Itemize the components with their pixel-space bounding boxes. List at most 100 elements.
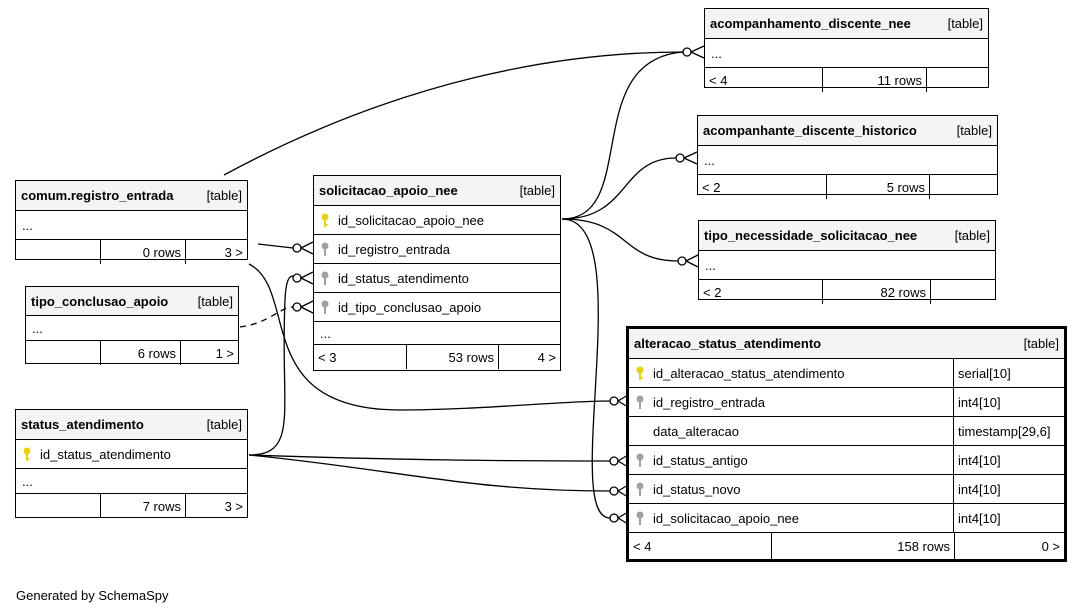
next-link[interactable] — [927, 68, 988, 92]
column-row[interactable]: id_solicitacao_apoio_nee int4[10] — [629, 504, 1064, 533]
edge-status-antigo — [248, 454, 611, 462]
table-alteracao-status-atendimento[interactable]: alteracao_status_atendimento [table] id_a… — [626, 326, 1067, 562]
table-kind: [table] — [1023, 336, 1059, 351]
ellipsis-row: ... — [705, 39, 988, 68]
column-row[interactable]: data_alteracao timestamp[29,6] — [629, 417, 1064, 446]
prev-link[interactable]: < 4 — [705, 68, 823, 92]
status-zero-marker — [292, 273, 302, 283]
column-row[interactable]: id_tipo_conclusao_apoio — [314, 293, 560, 322]
table-footer: < 2 5 rows — [698, 175, 997, 199]
table-name: acompanhamento_discente_nee — [710, 16, 911, 31]
ellipsis-row: ... — [16, 211, 247, 240]
column-type: int4[10] — [953, 504, 1064, 532]
table-solicitacao-apoio-nee[interactable]: solicitacao_apoio_nee[table] id_solicita… — [313, 175, 561, 371]
edge-solicitacao-historico — [561, 157, 677, 220]
table-kind: [table] — [519, 183, 555, 198]
table-tipo-conclusao-apoio[interactable]: tipo_conclusao_apoio[table] ... 6 rows 1… — [25, 286, 239, 365]
prev-link[interactable]: < 2 — [699, 280, 823, 304]
tipo-conclusao-crowfoot — [300, 300, 314, 314]
column-row[interactable]: id_status_antigo int4[10] — [629, 446, 1064, 475]
prev-link[interactable] — [26, 341, 101, 365]
edge-registro-alteracao — [248, 263, 611, 411]
tipo-necessidade-zero-marker — [677, 256, 687, 266]
alteracao-registro-zero-marker — [609, 396, 619, 406]
column-row[interactable]: id_status_atendimento — [16, 440, 247, 469]
table-acompanhante-discente-historico[interactable]: acompanhante_discente_historico[table] .… — [697, 115, 998, 199]
column-row[interactable]: id_alteracao_status_atendimento serial[1… — [629, 359, 1064, 388]
column-type: int4[10] — [953, 475, 1064, 503]
table-name: status_atendimento — [21, 417, 144, 432]
edge-registro-solicitacao — [257, 243, 294, 249]
edge-registro-acompanhamento — [223, 51, 684, 176]
table-status-atendimento[interactable]: status_atendimento [table] id_status_aten… — [15, 409, 248, 518]
ellipsis-row: ... — [16, 469, 247, 494]
historico-zero-marker — [675, 153, 685, 163]
table-acompanhamento-discente-nee[interactable]: acompanhamento_discente_nee [table] ... <… — [704, 8, 989, 92]
row-count: 0 rows — [101, 240, 186, 264]
foreign-key-icon — [320, 271, 338, 285]
table-footer: < 4 11 rows — [705, 68, 988, 92]
column-name: id_solicitacao_apoio_nee — [338, 212, 485, 228]
registro-zero-marker — [292, 243, 302, 253]
row-count: 5 rows — [827, 175, 930, 199]
column-name: id_status_novo — [653, 481, 741, 497]
row-count: 11 rows — [823, 68, 927, 92]
foreign-key-icon — [320, 300, 338, 314]
table-kind: [table] — [206, 417, 242, 432]
foreign-key-icon — [320, 242, 338, 256]
prev-link[interactable]: < 2 — [698, 175, 827, 199]
alteracao-novo-zero-marker — [609, 486, 619, 496]
table-name: tipo_necessidade_solicitacao_nee — [704, 228, 918, 243]
alteracao-antigo-zero-marker — [609, 456, 619, 466]
table-comum-registro-entrada[interactable]: comum.registro_entrada[table] ... 0 rows… — [15, 180, 248, 264]
column-name: id_alteracao_status_atendimento — [653, 365, 845, 381]
prev-link[interactable] — [16, 494, 101, 518]
column-row[interactable]: id_registro_entrada int4[10] — [629, 388, 1064, 417]
column-name: id_solicitacao_apoio_nee — [653, 510, 800, 526]
alteracao-solicitacao-zero-marker — [609, 513, 619, 523]
status-crowfoot — [300, 271, 314, 285]
table-tipo-necessidade-solicitacao-nee[interactable]: tipo_necessidade_solicitacao_nee[table] … — [698, 220, 996, 304]
edge-status-novo — [248, 454, 611, 492]
primary-key-icon — [22, 447, 40, 461]
table-name: alteracao_status_atendimento — [634, 336, 822, 351]
column-name: data_alteracao — [653, 423, 740, 439]
next-link[interactable]: 3 > — [224, 498, 243, 514]
table-kind: [table] — [956, 123, 992, 138]
tipo-necessidade-crowfoot — [685, 254, 699, 268]
foreign-key-icon — [635, 482, 653, 496]
next-link[interactable] — [930, 175, 997, 199]
acompanhamento-crowfoot — [690, 45, 705, 59]
column-name: id_status_atendimento — [338, 270, 469, 286]
table-kind: [table] — [206, 188, 242, 203]
edge-solicitacao-tipo-necessidade — [561, 218, 679, 262]
column-name: id_tipo_conclusao_apoio — [338, 299, 482, 315]
table-footer: < 4 158 rows 0 > — [629, 533, 1064, 559]
next-link[interactable]: 0 > — [1041, 538, 1060, 554]
column-row[interactable]: id_status_novo int4[10] — [629, 475, 1064, 504]
row-count: 82 rows — [823, 280, 931, 304]
table-kind: [table] — [947, 16, 983, 31]
column-name: id_status_atendimento — [40, 446, 171, 462]
ellipsis-row: ... — [698, 146, 997, 175]
prev-link[interactable]: < 3 — [314, 345, 407, 369]
edge-status-solicitacao — [248, 275, 294, 456]
prev-link[interactable]: < 4 — [629, 533, 772, 559]
historico-crowfoot — [683, 151, 698, 165]
next-link[interactable]: 3 > — [224, 244, 243, 260]
row-count: 158 rows — [772, 533, 955, 559]
foreign-key-icon — [635, 395, 653, 409]
column-row[interactable]: id_registro_entrada — [314, 235, 560, 264]
column-row[interactable]: id_solicitacao_apoio_nee — [314, 206, 560, 235]
edge-solicitacao-acompanhamento — [561, 51, 684, 220]
row-count: 53 rows — [407, 345, 499, 369]
row-count: 7 rows — [101, 494, 186, 518]
ellipsis-row: ... — [314, 322, 560, 345]
table-footer: < 2 82 rows — [699, 280, 995, 304]
next-link[interactable]: 4 > — [537, 349, 556, 365]
column-row[interactable]: id_status_atendimento — [314, 264, 560, 293]
prev-link[interactable] — [16, 240, 101, 264]
next-link[interactable] — [931, 280, 995, 304]
next-link[interactable]: 1 > — [215, 345, 234, 361]
